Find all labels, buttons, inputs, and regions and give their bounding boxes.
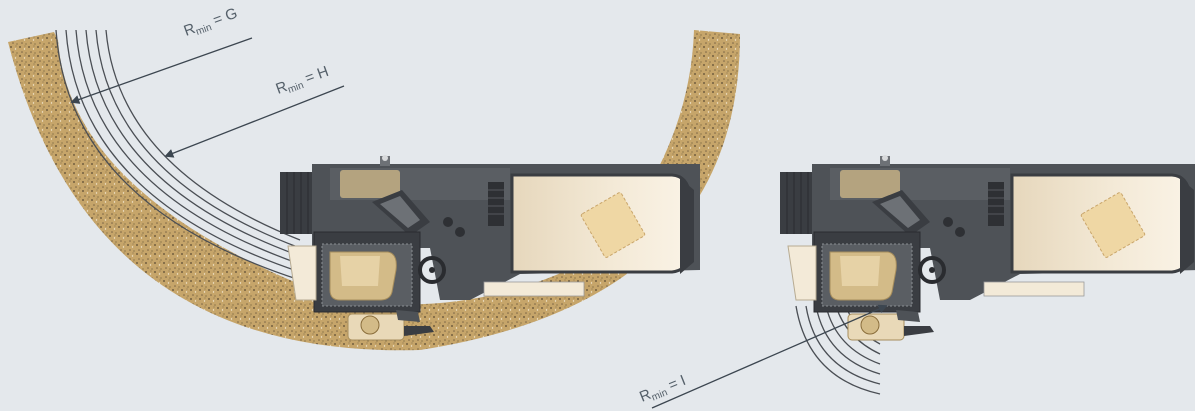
pointer-i	[651, 304, 888, 409]
label-rmin-i: Rmin = I	[637, 372, 689, 408]
pointer-g	[70, 37, 253, 104]
drilling-rig-right	[778, 153, 1195, 342]
rock-tunnel-left	[8, 30, 740, 351]
label-rmin-g: Rmin = G	[182, 5, 241, 42]
pointer-h	[164, 85, 345, 158]
bend-radius-lines-left	[55, 29, 301, 281]
